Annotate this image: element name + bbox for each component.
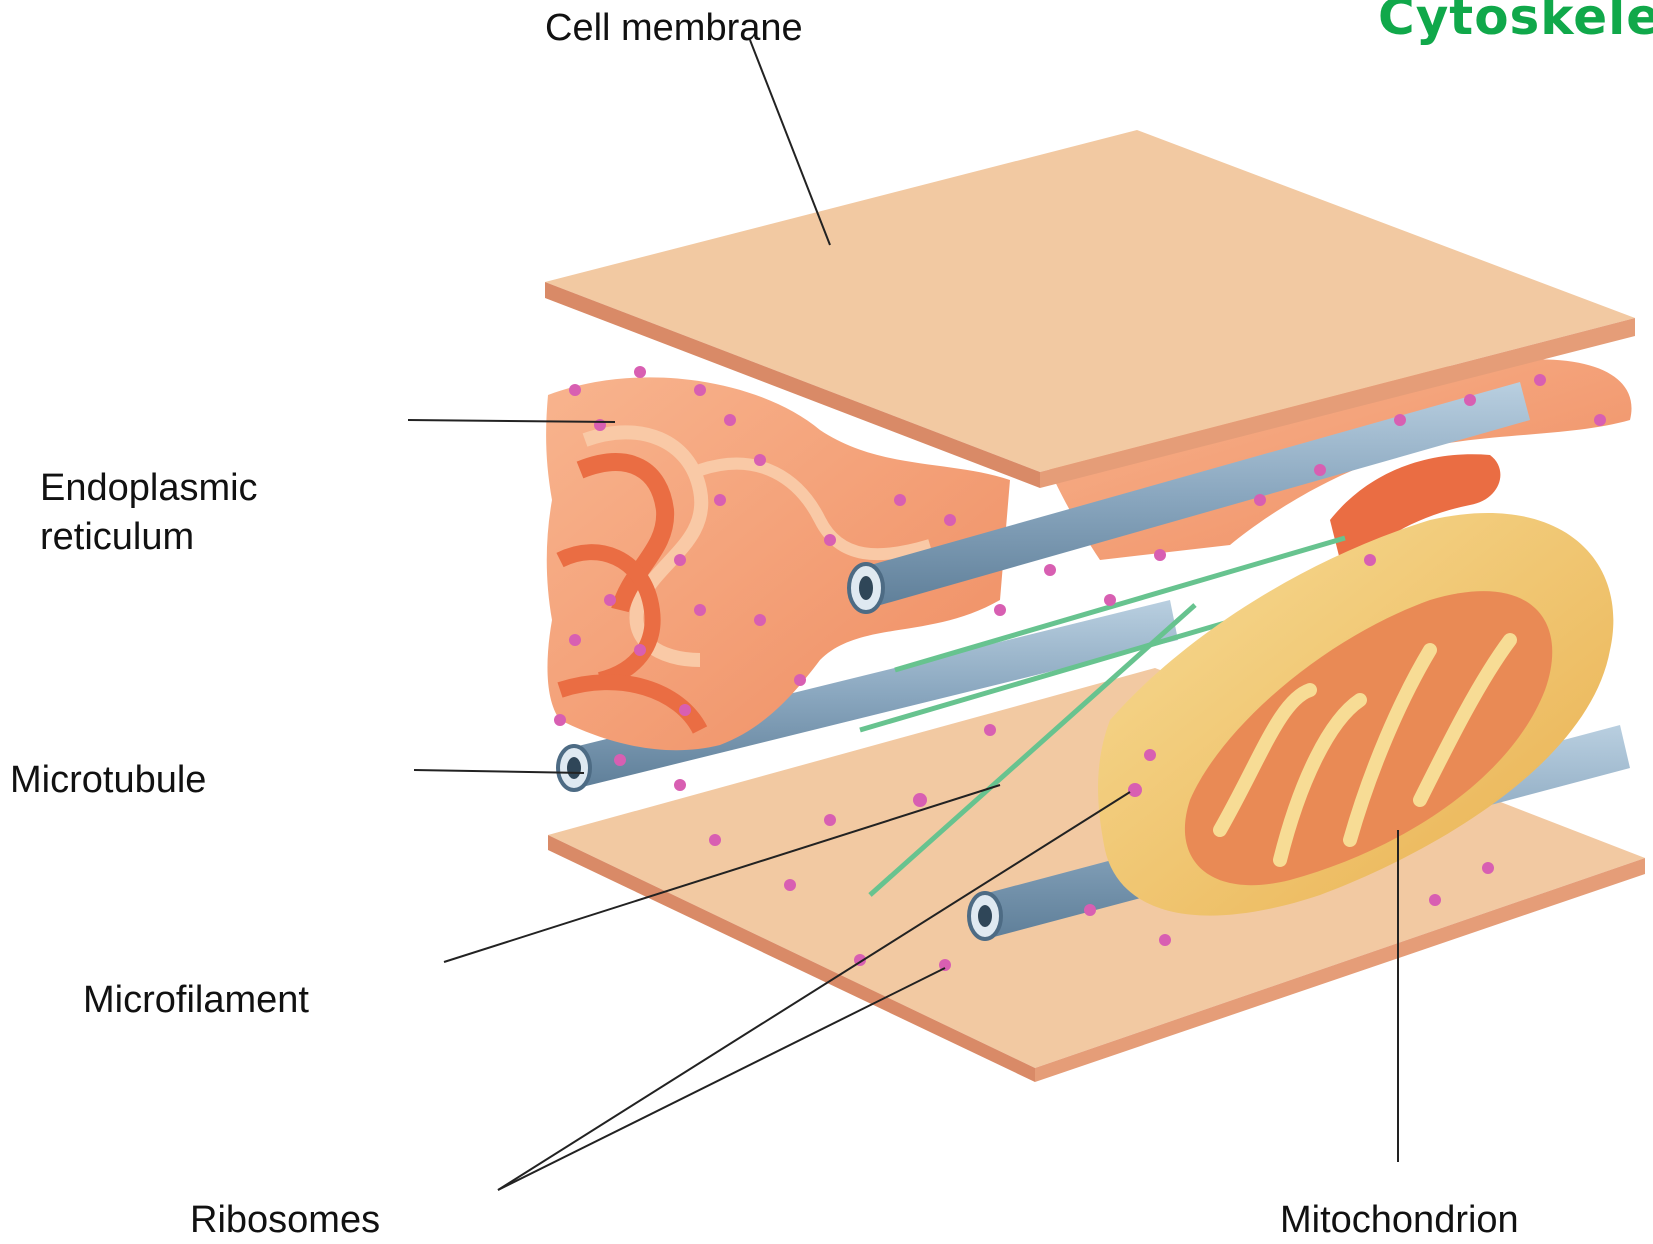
label-cell-membrane: Cell membrane [545,4,803,53]
label-microtubule: Microtubule [10,756,206,805]
label-ribosomes: Ribosomes [190,1196,380,1244]
label-microfilament: Microfilament [83,976,309,1025]
label-endoplasmic-reticulum: Endoplasmic reticulum [40,464,258,561]
page-title: Cytoskeleto [1378,0,1653,46]
label-er-line2: reticulum [40,513,258,562]
leader-cell-membrane [750,40,830,245]
label-er-line1: Endoplasmic [40,464,258,513]
label-mitochondrion: Mitochondrion [1280,1196,1519,1244]
leader-ribosome-b [498,968,945,1190]
